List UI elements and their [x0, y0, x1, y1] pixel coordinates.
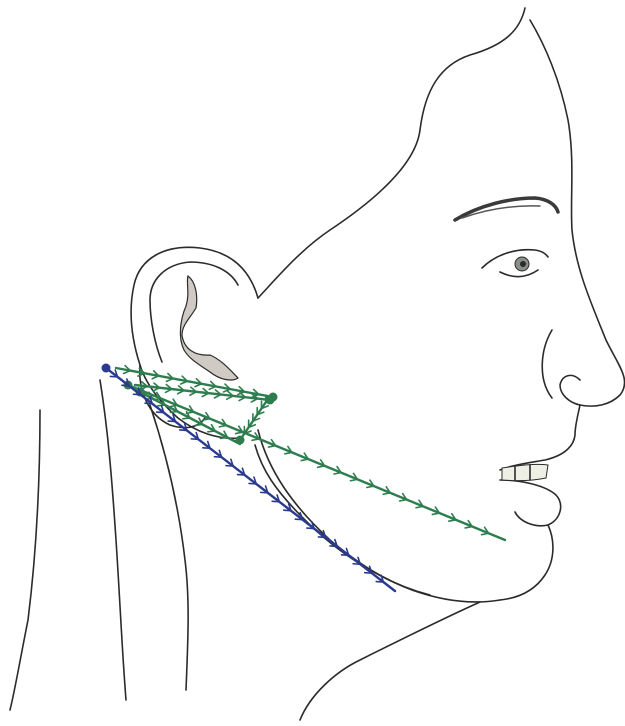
cheek-jawline	[258, 430, 430, 595]
upper-lip-outline	[500, 405, 580, 470]
green-thread-5-anchor-dot	[236, 436, 245, 445]
green-thread-1-line	[128, 385, 505, 540]
green-thread-1	[124, 381, 506, 541]
ear-outline	[131, 247, 258, 438]
neck-back-outline-1	[100, 380, 126, 700]
ear-concha	[180, 276, 238, 380]
neck-side-outline	[150, 405, 188, 690]
lower-lip-outline	[500, 480, 561, 526]
nostril-outline	[560, 375, 580, 405]
nose-bridge-line	[542, 330, 552, 398]
chin-outline	[500, 525, 553, 600]
neck-front-outline	[300, 602, 480, 720]
blue-thread-1-line	[106, 368, 395, 591]
teeth	[502, 464, 548, 480]
neck-back-outline-2	[10, 410, 40, 710]
pupil	[520, 261, 526, 267]
thread-vectors	[102, 364, 506, 592]
face-profile-outline	[258, 8, 525, 298]
lower-eyelid	[500, 270, 538, 277]
blue-thread-1-anchor-dot	[102, 364, 111, 373]
eyebrow	[455, 198, 558, 220]
